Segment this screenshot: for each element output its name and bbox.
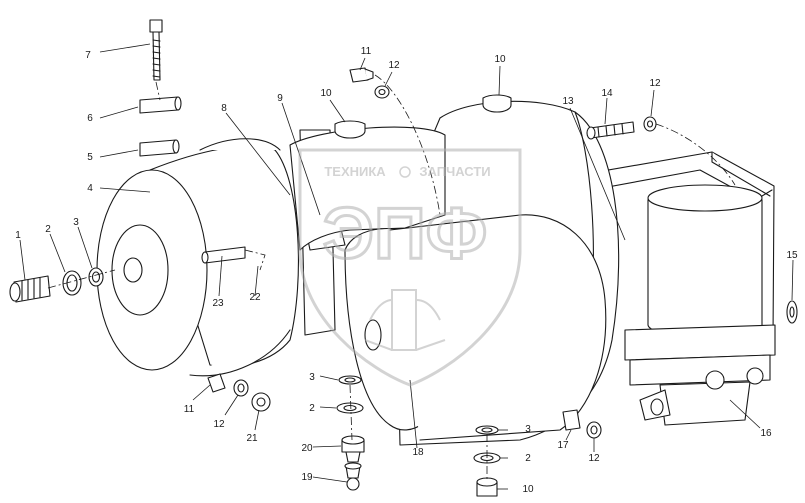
callout-11-bottom: 11 <box>184 404 195 415</box>
plug-10-lower <box>476 477 498 497</box>
callout-19: 19 <box>301 472 313 483</box>
washer-3 <box>88 267 104 287</box>
washer-3-middle <box>338 375 362 385</box>
watermark-text-right: ЗАПЧАСТИ <box>419 164 490 179</box>
callout-10-left: 10 <box>320 88 332 99</box>
screw-17 <box>562 409 581 431</box>
bushing-6 <box>139 96 182 114</box>
washer-12-right <box>643 116 657 132</box>
plug-20 <box>341 435 365 463</box>
nut-21 <box>251 392 271 412</box>
callout-3: 3 <box>73 217 79 228</box>
callout-12-top: 12 <box>388 60 400 71</box>
bolt-14 <box>586 121 635 140</box>
washer-12-top <box>374 85 390 99</box>
gasket-2 <box>62 270 82 296</box>
callout-9: 9 <box>277 93 283 104</box>
callout-16: 16 <box>760 428 772 439</box>
screw-11-bottom <box>207 373 226 393</box>
callout-12-right: 12 <box>649 78 661 89</box>
leader-lines <box>19 43 794 490</box>
callout-10-lower: 10 <box>522 484 534 495</box>
callout-11-top: 11 <box>361 46 372 57</box>
callout-1: 1 <box>15 230 21 241</box>
callout-22: 22 <box>249 292 261 303</box>
washer-12-lower <box>586 421 602 439</box>
callout-2-lower: 2 <box>525 453 531 464</box>
callout-18: 18 <box>412 447 424 458</box>
callout-3-lower: 3 <box>525 424 531 435</box>
bushing-5 <box>139 139 180 157</box>
washer-3-lower <box>475 425 499 435</box>
callout-13: 13 <box>562 96 574 107</box>
air-dryer-16 <box>624 184 776 426</box>
callout-10-right: 10 <box>494 54 506 65</box>
callout-14: 14 <box>601 88 613 99</box>
bolt-7 <box>149 19 163 81</box>
drain-valve-19 <box>344 462 362 491</box>
callout-15: 15 <box>786 250 798 261</box>
air-cylinder-4 <box>96 138 299 377</box>
callout-20: 20 <box>301 443 313 454</box>
watermark: ТЕХНИКА ЗАПЧАСТИ ЭПФ <box>298 148 522 387</box>
gasket-2-middle <box>336 402 364 414</box>
callout-4: 4 <box>87 183 93 194</box>
watermark-text-left: ТЕХНИКА <box>324 164 386 179</box>
fitting-1 <box>9 275 51 303</box>
callout-21: 21 <box>246 433 258 444</box>
pin-23 <box>201 246 246 264</box>
receiver-tank-18 <box>289 120 607 441</box>
callout-8: 8 <box>221 103 227 114</box>
screw-11-top <box>349 67 374 83</box>
washer-15 <box>786 300 798 324</box>
callout-labels: 7 6 5 4 1 2 3 8 9 10 11 12 10 13 14 12 1… <box>15 46 798 495</box>
callout-17: 17 <box>557 440 569 451</box>
watermark-emblem <box>364 289 446 351</box>
callout-5: 5 <box>87 152 93 163</box>
callout-7: 7 <box>85 50 91 61</box>
watermark-logo-text: ЭПФ <box>323 194 487 274</box>
callout-12-lower: 12 <box>588 453 600 464</box>
callout-2-middle: 2 <box>309 403 315 414</box>
washer-12-bottom <box>233 379 249 397</box>
callout-2: 2 <box>45 224 51 235</box>
assembly-axes <box>47 74 736 480</box>
callout-6: 6 <box>87 113 93 124</box>
callout-23: 23 <box>212 298 224 309</box>
callout-12-bottom: 12 <box>213 419 225 430</box>
callout-3-middle: 3 <box>309 372 315 383</box>
